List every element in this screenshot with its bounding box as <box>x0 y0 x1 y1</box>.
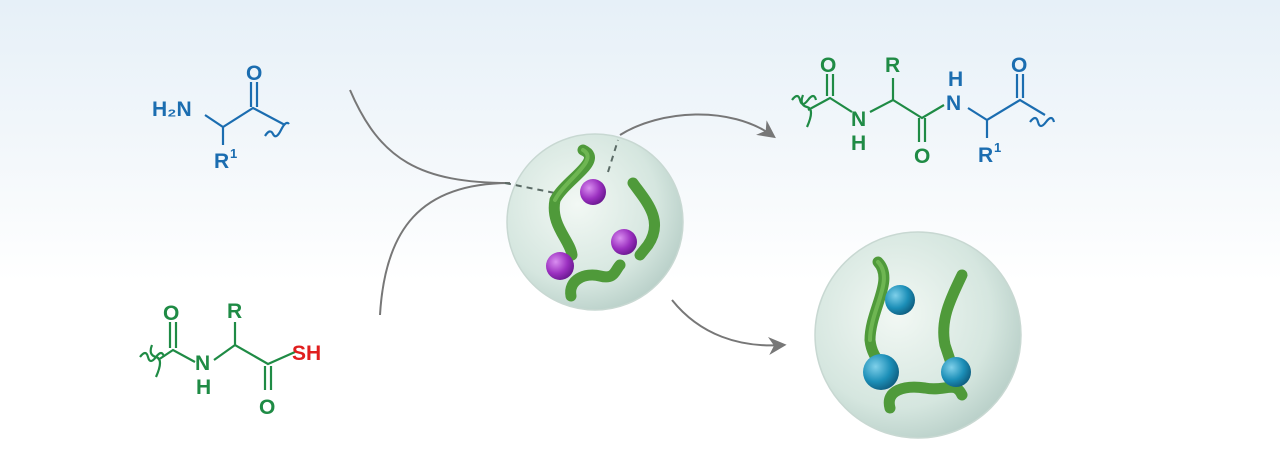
svg-text:1: 1 <box>230 146 237 161</box>
catalyst-arrow <box>671 299 787 355</box>
product-ball <box>941 357 971 387</box>
svg-text:O: O <box>914 145 930 168</box>
svg-text:O: O <box>163 302 179 325</box>
svg-text:O: O <box>259 396 275 419</box>
svg-text:O: O <box>820 54 836 77</box>
amine-molecule: H₂N O R 1 <box>152 62 290 173</box>
svg-text:H: H <box>196 376 211 399</box>
svg-text:O: O <box>1011 54 1027 77</box>
amino-label: H₂N <box>152 98 192 121</box>
catalyst-ball <box>546 252 574 280</box>
catalyst-ball <box>580 179 606 205</box>
product-sphere <box>814 231 1022 439</box>
product-peptide: O N H R O N H R 1 O <box>791 54 1056 168</box>
svg-text:H: H <box>851 132 866 155</box>
product-ball <box>885 285 915 315</box>
svg-text:1: 1 <box>994 140 1001 155</box>
input-arrow-amine <box>349 89 511 184</box>
oxygen-label: O <box>246 62 262 85</box>
thioacid-molecule: O N H R SH O <box>139 300 321 419</box>
catalyst-sphere <box>504 133 684 311</box>
svg-text:N: N <box>851 108 866 131</box>
thiol-label: SH <box>292 342 321 365</box>
product-ball <box>863 354 899 390</box>
input-arrow-thioacid <box>379 182 511 316</box>
r1-label: R <box>214 150 229 173</box>
product-arrow <box>619 113 776 139</box>
svg-text:N: N <box>946 92 961 115</box>
svg-text:H: H <box>948 68 963 91</box>
catalyst-ball <box>611 229 637 255</box>
wavy-bond-icon <box>264 121 290 138</box>
svg-text:R: R <box>978 144 993 167</box>
svg-text:R: R <box>227 300 242 323</box>
svg-text:N: N <box>195 352 210 375</box>
svg-text:R: R <box>885 54 900 77</box>
